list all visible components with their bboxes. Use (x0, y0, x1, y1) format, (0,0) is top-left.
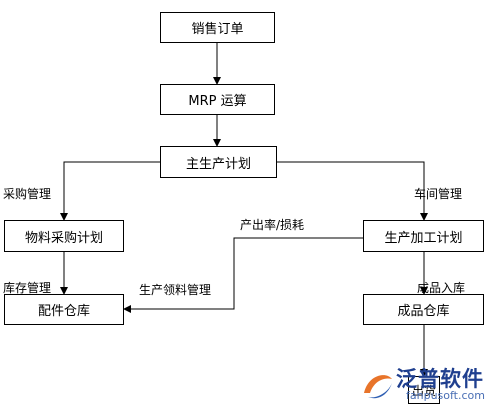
edge-label-workshop-management: 车间管理 (414, 187, 463, 201)
edge-label-inventory-management: 库存管理 (3, 281, 52, 295)
arrow-master-to-purchase (60, 161, 160, 221)
arrow-production-to-parts (123, 237, 363, 313)
node-master-plan: 主生产计划 (160, 146, 277, 178)
node-material-purchase-plan: 物料采购计划 (4, 220, 124, 252)
watermark-url: fanpusoft.com (406, 389, 485, 402)
edge-label-production-material-management: 生产领料管理 (139, 283, 212, 297)
logo-mark-icon (364, 375, 392, 399)
node-production-plan: 生产加工计划 (363, 220, 484, 252)
arrow-master-to-production (277, 161, 428, 221)
node-parts-warehouse: 配件仓库 (4, 294, 124, 325)
node-finished-goods-warehouse: 成品仓库 (363, 294, 484, 325)
node-sales-order: 销售订单 (160, 12, 275, 43)
watermark-name: 泛普软件 (396, 367, 484, 391)
edge-label-output-rate-loss: 产出率/损耗 (240, 218, 305, 232)
edge-label-finished-goods-in: 成品入库 (417, 281, 466, 295)
watermark-logo: 泛普软件 fanpusoft.com (356, 361, 492, 412)
node-shipment: 出货 (408, 376, 440, 404)
node-mrp: MRP 运算 (160, 84, 275, 115)
edge-label-purchase-management: 采购管理 (3, 187, 52, 201)
